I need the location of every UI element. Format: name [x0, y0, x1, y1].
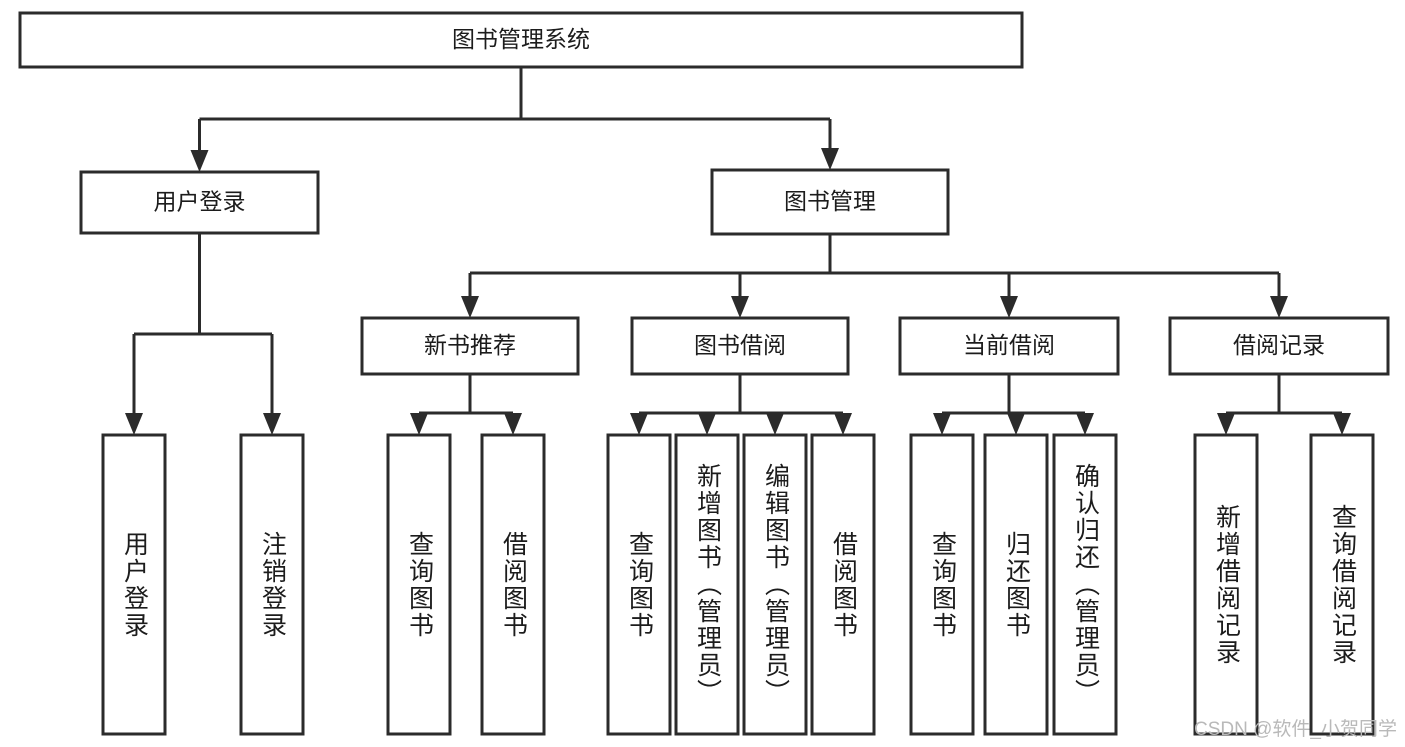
root-node-box[interactable]: [18, 11, 1024, 69]
level2-node-box[interactable]: [1168, 316, 1390, 376]
arrow-head: [1333, 413, 1351, 435]
arrow-head: [766, 413, 784, 435]
level2-node-box[interactable]: [630, 316, 850, 376]
arrow-head: [263, 413, 281, 435]
level1-node-box[interactable]: [710, 168, 950, 236]
arrow-head: [410, 413, 428, 435]
arrow-head: [630, 413, 648, 435]
watermark: CSDN @软件_小贺同学: [1194, 719, 1397, 740]
arrow-head: [461, 296, 479, 318]
arrow-head: [504, 413, 522, 435]
arrow-head: [125, 413, 143, 435]
leaf-node-box[interactable]: [239, 433, 305, 736]
level2-node-label: 图书借阅: [694, 332, 786, 358]
arrow-head: [1270, 296, 1288, 318]
node-layer: [18, 11, 1390, 736]
level2-node-label: 当前借阅: [963, 332, 1055, 358]
leaf-node-box[interactable]: [742, 433, 808, 736]
level1-node-box[interactable]: [79, 170, 320, 235]
arrow-head: [1007, 413, 1025, 435]
arrow-head: [1000, 296, 1018, 318]
arrow-head: [698, 413, 716, 435]
arrow-head: [1076, 413, 1094, 435]
level1-node-label: 图书管理: [784, 188, 876, 214]
arrow-head: [933, 413, 951, 435]
leaf-node-box[interactable]: [1193, 433, 1259, 736]
arrow-head: [1217, 413, 1235, 435]
arrow-head: [834, 413, 852, 435]
leaf-node-box[interactable]: [606, 433, 672, 736]
level1-node-label: 用户登录: [154, 189, 246, 215]
leaf-node-box[interactable]: [909, 433, 975, 736]
level2-node-box[interactable]: [898, 316, 1120, 376]
leaf-node-box[interactable]: [101, 433, 167, 736]
level2-node-label: 新书推荐: [424, 332, 516, 358]
leaf-node-box[interactable]: [1309, 433, 1375, 736]
leaf-node-box[interactable]: [1052, 433, 1118, 736]
level2-node-label: 借阅记录: [1233, 332, 1325, 358]
leaf-node-box[interactable]: [674, 433, 740, 736]
arrow-head: [190, 150, 209, 172]
leaf-node-box[interactable]: [983, 433, 1049, 736]
root-node-label: 图书管理系统: [452, 26, 590, 52]
leaf-node-box[interactable]: [810, 433, 876, 736]
connector-layer: [125, 67, 1351, 435]
level2-node-box[interactable]: [360, 316, 580, 376]
leaf-node-box[interactable]: [386, 433, 452, 736]
leaf-node-box[interactable]: [480, 433, 546, 736]
arrow-head: [731, 296, 749, 318]
arrow-head: [821, 148, 839, 170]
